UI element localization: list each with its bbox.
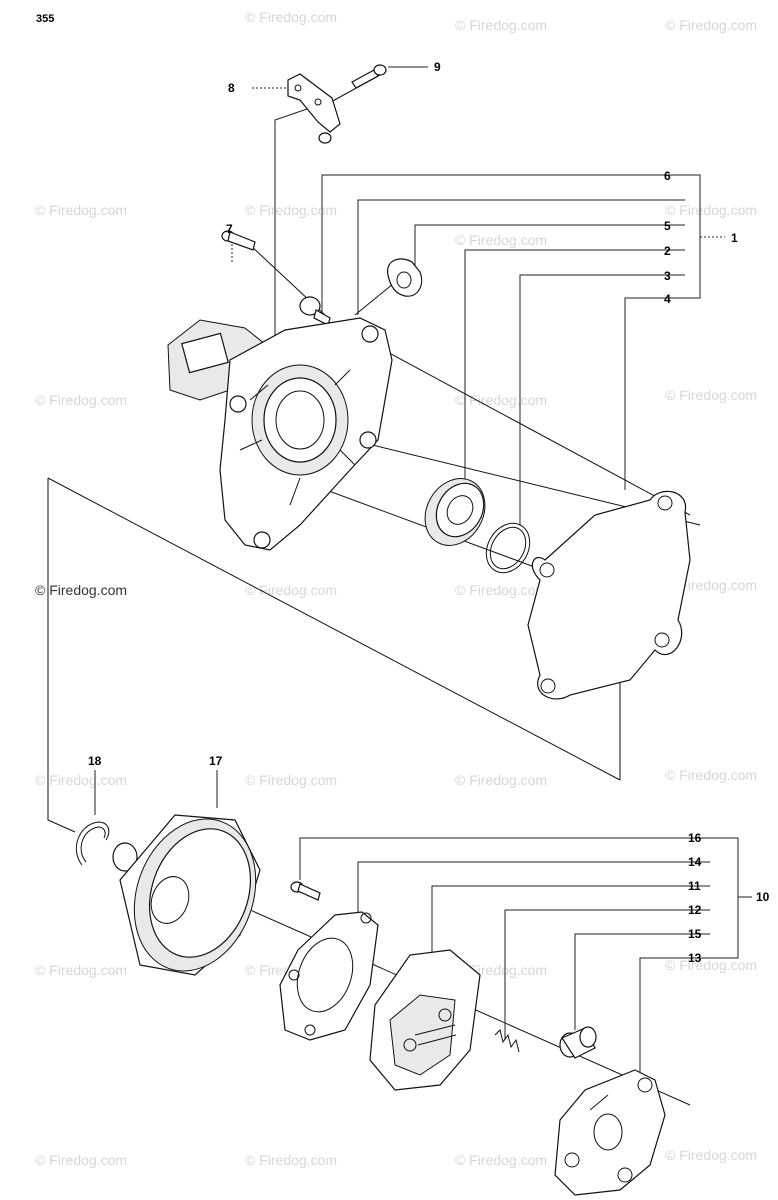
callout-10: 10 xyxy=(756,890,770,904)
callout-6: 6 xyxy=(664,169,671,183)
callout-3: 3 xyxy=(664,269,671,283)
watermark: © Firedog.com xyxy=(35,392,127,408)
upper-leader-lines xyxy=(231,66,725,525)
spring-part-12 xyxy=(494,1029,520,1053)
watermark: © Firedog.com xyxy=(455,232,547,248)
watermark: © Firedog.com xyxy=(35,772,127,788)
bearing-part-2 xyxy=(424,478,486,546)
watermark: © Firedog.com xyxy=(455,772,547,788)
pin-part-6 xyxy=(299,296,331,326)
watermark: © Firedog.com xyxy=(665,1147,757,1163)
bolt-part-7 xyxy=(221,230,256,251)
gasket-part-4 xyxy=(527,490,691,700)
clutch-part-11 xyxy=(369,949,481,1091)
watermark: © Firedog.com xyxy=(245,772,337,788)
callout-13: 13 xyxy=(688,951,702,965)
watermark: © Firedog.com xyxy=(455,1152,547,1168)
callout-18: 18 xyxy=(88,754,102,768)
callout-8: 8 xyxy=(228,81,235,95)
watermark: © Firedog.com xyxy=(35,202,127,218)
callout-1: 1 xyxy=(731,231,738,245)
watermark: © Firedog.com xyxy=(665,767,757,783)
callout-4: 4 xyxy=(664,292,671,306)
callout-2: 2 xyxy=(664,244,671,258)
callout-11: 11 xyxy=(688,879,701,893)
callout-12: 12 xyxy=(688,903,702,917)
callout-5: 5 xyxy=(664,219,671,233)
washer-part-5 xyxy=(387,258,423,297)
screw-part-9 xyxy=(351,64,387,89)
watermark: © Firedog.com xyxy=(455,582,547,598)
watermark: © Firedog.com xyxy=(35,1152,127,1168)
page-number: 355 xyxy=(36,13,54,25)
watermark: © Firedog.com xyxy=(245,9,337,25)
watermark: © Firedog.com xyxy=(665,577,757,593)
bolt-part-16 xyxy=(290,881,321,901)
callout-14: 14 xyxy=(688,855,702,869)
circlip-part-18 xyxy=(75,821,110,866)
callout-labels: 9 8 7 6 5 2 3 4 1 18 17 16 14 11 12 15 1… xyxy=(88,60,770,965)
watermark: © Firedog.com xyxy=(665,957,757,973)
callout-16: 16 xyxy=(688,831,702,845)
watermark: © Firedog.com xyxy=(35,962,127,978)
watermark: © Firedog.com xyxy=(35,582,127,598)
callout-7: 7 xyxy=(226,222,233,236)
watermark: © Firedog.com xyxy=(245,582,337,598)
watermark: © Firedog.com xyxy=(245,1152,337,1168)
callout-17: 17 xyxy=(209,754,223,768)
carrier-plate-part-13 xyxy=(554,1069,666,1196)
watermark: © Firedog.com xyxy=(455,17,547,33)
assembly-axis-lines xyxy=(47,74,701,833)
bracket-part-8 xyxy=(287,73,341,144)
bushing-part-15 xyxy=(559,1026,597,1059)
watermark: © Firedog.com xyxy=(455,392,547,408)
watermark: © Firedog.com xyxy=(665,202,757,218)
callout-15: 15 xyxy=(688,927,702,941)
watermark: © Firedog.com xyxy=(665,387,757,403)
circlip-part-3 xyxy=(485,522,531,574)
clutch-drum-part-17 xyxy=(112,814,261,976)
callout-9: 9 xyxy=(434,60,441,74)
watermark: © Firedog.com xyxy=(665,17,757,33)
gear-housing-part-1 xyxy=(167,317,393,551)
watermark: © Firedog.com xyxy=(245,202,337,218)
plate-part-14 xyxy=(279,911,379,1041)
